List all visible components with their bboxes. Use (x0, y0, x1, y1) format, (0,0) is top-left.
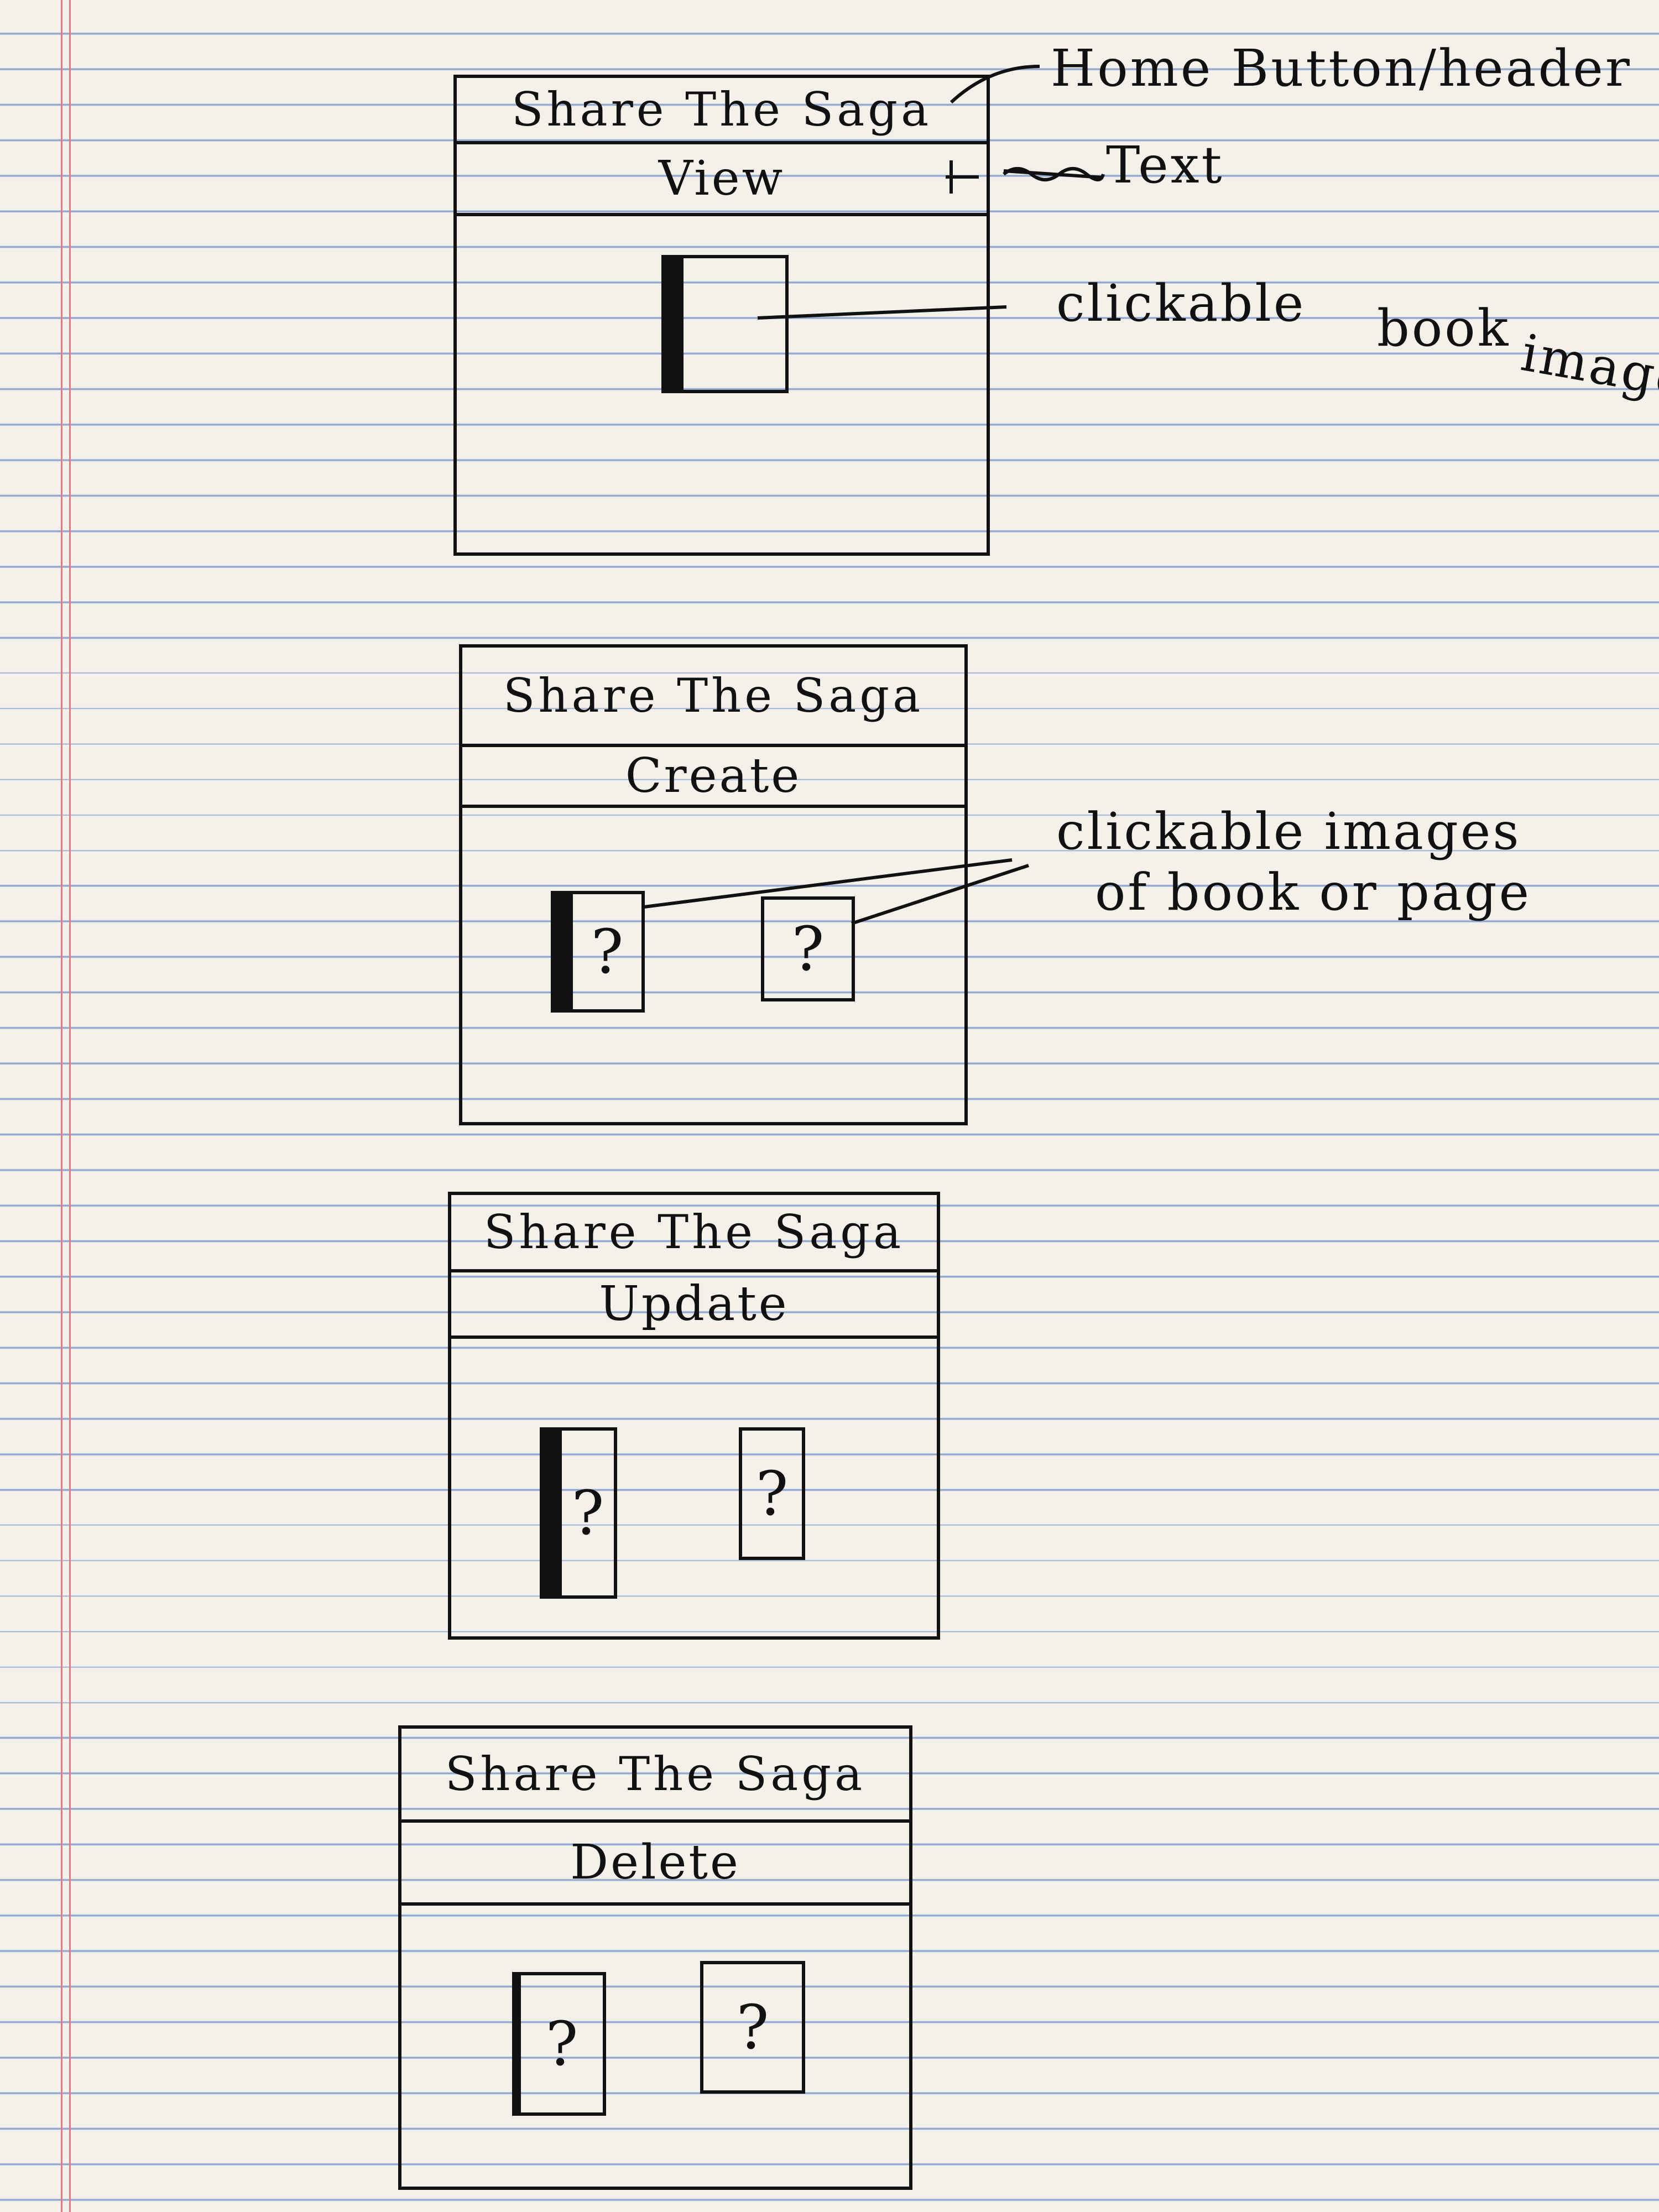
home-button-header[interactable]: Share The Saga (401, 1729, 909, 1823)
create-text: Create (462, 747, 964, 808)
scribble-strike-icon (1003, 167, 1105, 181)
book-mark: ? (591, 916, 624, 987)
delete-text: Delete (401, 1823, 909, 1906)
home-button-header[interactable]: Share The Saga (451, 1195, 937, 1272)
clickable-book-image[interactable] (661, 255, 789, 393)
clickable-book-image[interactable]: ? (540, 1427, 617, 1599)
clickable-book-image[interactable]: ? (551, 891, 645, 1013)
book-mark: ? (571, 1478, 604, 1548)
wireframe-update: Share The Saga Update ? ? (448, 1192, 940, 1640)
wireframe-create: Share The Saga Create ? ? (459, 644, 968, 1125)
page-mark: ? (736, 1992, 769, 2063)
wireframe-view: Share The Saga View (453, 75, 990, 556)
clickable-page-image[interactable]: ? (700, 1961, 805, 2094)
home-button-header[interactable]: Share The Saga (457, 78, 987, 144)
update-text: Update (451, 1272, 937, 1339)
book-spine-icon (551, 894, 573, 1009)
margin-line-left (61, 0, 62, 2212)
book-spine-icon (540, 1431, 562, 1595)
home-button-header[interactable]: Share The Saga (462, 648, 964, 747)
book-mark: ? (545, 2008, 578, 2079)
margin-line-right (69, 0, 71, 2212)
view-text: View (457, 144, 987, 216)
annotation-book-note-2: book (1377, 299, 1511, 358)
clickable-page-image[interactable]: ? (761, 896, 855, 1001)
clickable-book-image[interactable]: ? (512, 1972, 606, 2116)
clickable-page-image[interactable]: ? (739, 1427, 805, 1560)
book-spine-icon (661, 258, 684, 390)
annotation-text-note: Text (1106, 135, 1224, 195)
wireframe-delete: Share The Saga Delete ? ? (398, 1725, 912, 2190)
annotation-images-note-1: clickable images (1056, 802, 1521, 861)
annotation-images-note-2: of book or page (1095, 863, 1532, 922)
page-mark: ? (755, 1458, 789, 1529)
annotation-book-note-1: clickable (1056, 274, 1306, 333)
annotation-header-note: Home Button/header (1051, 39, 1632, 98)
page-mark: ? (791, 914, 825, 984)
